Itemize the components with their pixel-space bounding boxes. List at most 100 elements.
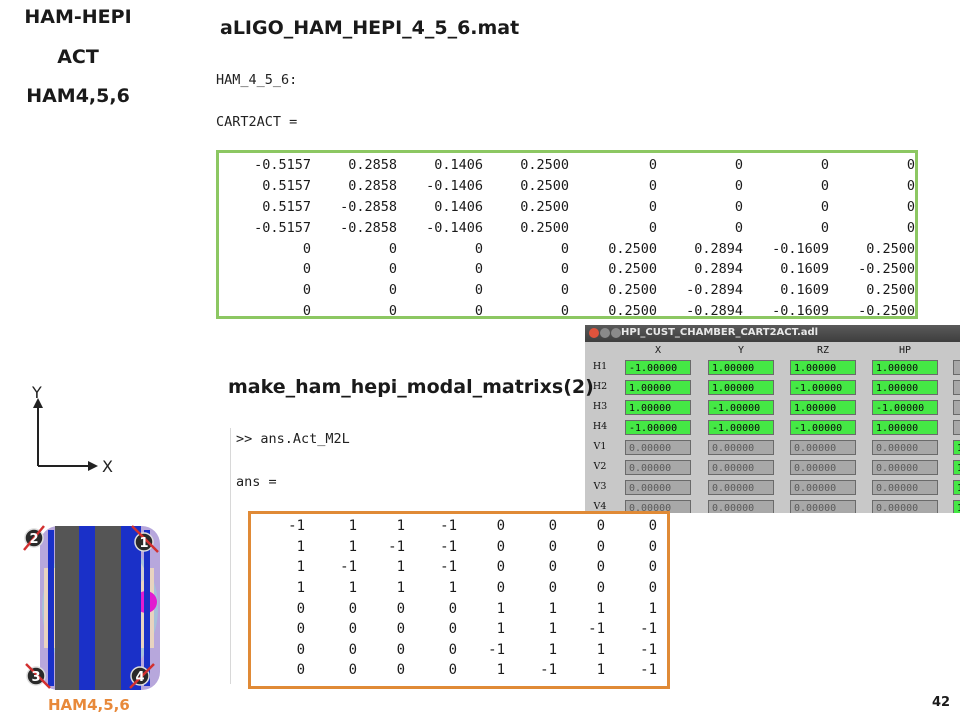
medm-matrix-field[interactable]: 0.00000 [625, 460, 691, 475]
cart2act-cell: 0 [820, 219, 829, 236]
m2l-cell: 0 [496, 518, 505, 535]
medm-matrix-field[interactable]: 0.00000 [872, 480, 938, 495]
m2l-cell: 1 [296, 559, 305, 576]
medm-matrix-field[interactable]: 0.00000 [872, 440, 938, 455]
cart2act-cell: 0 [820, 157, 829, 174]
m2l-cell: 1 [548, 621, 557, 638]
medm-matrix-field[interactable]: -1.00000 [790, 380, 856, 395]
minimize-icon[interactable] [600, 328, 610, 338]
cart2act-cell: 0 [648, 157, 657, 174]
medm-matrix-field[interactable]: 0.00000 [708, 500, 774, 513]
left-title-3: HAM4,5,6 [26, 85, 130, 107]
close-icon[interactable] [589, 328, 599, 338]
m2l-cell: 0 [296, 621, 305, 638]
medm-partial-field[interactable]: 1 [953, 500, 960, 513]
actuator-1-label: 1 [139, 536, 148, 551]
medm-partial-field[interactable]: 1 [953, 460, 960, 475]
chamber-image [40, 526, 160, 690]
m2l-cell: 0 [296, 600, 305, 617]
cart2act-cell: 0.2500 [608, 282, 657, 299]
m2l-cell: 1 [296, 538, 305, 555]
cart2act-cell: 0 [302, 282, 311, 299]
medm-matrix-field[interactable]: 0.00000 [790, 460, 856, 475]
cart2act-cell: 0 [734, 219, 743, 236]
medm-row-label: V4 [593, 501, 607, 512]
cart2act-cell: 0 [906, 198, 915, 215]
medm-matrix-field[interactable]: -1.00000 [708, 400, 774, 415]
medm-matrix-field[interactable]: 0.00000 [708, 460, 774, 475]
cart2act-cell: 0.5157 [262, 178, 311, 195]
medm-matrix-field[interactable]: 1.00000 [872, 420, 938, 435]
m2l-cell: -1 [340, 559, 357, 576]
m2l-cell: 1 [296, 580, 305, 597]
m2l-cell: -1 [640, 662, 657, 679]
medm-matrix-field[interactable]: 1.00000 [872, 380, 938, 395]
actuator-1: 1 [131, 525, 159, 553]
m2l-cell: -1 [488, 641, 505, 658]
cart2act-cell: 0.2500 [520, 178, 569, 195]
medm-matrix-field[interactable]: 0.00000 [872, 460, 938, 475]
cart2act-cell: 0 [906, 157, 915, 174]
medm-matrix-field[interactable]: 0.00000 [872, 500, 938, 513]
medm-matrix-field[interactable]: 1.00000 [708, 360, 774, 375]
medm-matrix-field[interactable]: 1.00000 [708, 380, 774, 395]
medm-matrix-field[interactable]: 1.00000 [872, 360, 938, 375]
medm-partial-field[interactable] [953, 400, 960, 415]
cart2act-cell: 0 [560, 302, 569, 319]
medm-matrix-field[interactable]: 0.00000 [625, 500, 691, 513]
m2l-cell: 1 [348, 518, 357, 535]
m2l-cell: -1 [540, 662, 557, 679]
m2l-cell: 0 [348, 600, 357, 617]
m2l-cell: 0 [296, 662, 305, 679]
actuator-2-label: 2 [29, 532, 38, 547]
m2l-cell: 0 [448, 600, 457, 617]
medm-matrix-field[interactable]: 1.00000 [790, 400, 856, 415]
modal-title: make_ham_hepi_modal_matrixs(2) [228, 376, 594, 398]
maximize-icon[interactable] [611, 328, 621, 338]
m2l-cell: 1 [396, 518, 405, 535]
m2l-cell: 1 [348, 538, 357, 555]
cart2act-cell: 0.1609 [780, 282, 829, 299]
cart2act-cell: -0.1609 [772, 240, 829, 257]
m2l-cell: 0 [648, 580, 657, 597]
medm-partial-field[interactable] [953, 380, 960, 395]
medm-matrix-field[interactable]: 0.00000 [708, 480, 774, 495]
medm-matrix-field[interactable]: 0.00000 [790, 500, 856, 513]
medm-matrix-field[interactable]: 1.00000 [625, 400, 691, 415]
medm-matrix-field[interactable]: 1.00000 [625, 380, 691, 395]
medm-partial-field[interactable]: 1 [953, 440, 960, 455]
cart2act-cell: 0 [388, 261, 397, 278]
medm-matrix-field[interactable]: 0.00000 [708, 440, 774, 455]
cart2act-cell: -0.1406 [426, 219, 483, 236]
medm-matrix-field[interactable]: 0.00000 [790, 440, 856, 455]
medm-matrix-field[interactable]: 0.00000 [625, 480, 691, 495]
medm-matrix-field[interactable]: 1.00000 [790, 360, 856, 375]
file-title: aLIGO_HAM_HEPI_4_5_6.mat [220, 17, 520, 39]
medm-matrix-field[interactable]: -1.00000 [790, 420, 856, 435]
cart2act-cell: -0.2894 [686, 302, 743, 319]
axes-arrows [33, 398, 98, 471]
cart2act-cell: -0.5157 [254, 219, 311, 236]
m2l-cell: 0 [596, 538, 605, 555]
medm-partial-field[interactable]: 1 [953, 480, 960, 495]
m2l-cell: 1 [496, 621, 505, 638]
medm-partial-field[interactable] [953, 360, 960, 375]
medm-matrix-field[interactable]: -1.00000 [625, 420, 691, 435]
medm-partial-field[interactable] [953, 420, 960, 435]
m2l-cell: 0 [448, 641, 457, 658]
medm-matrix-field[interactable]: -1.00000 [625, 360, 691, 375]
medm-matrix-field[interactable]: -1.00000 [872, 400, 938, 415]
cart2act-cell: 0 [560, 261, 569, 278]
medm-matrix-field[interactable]: 0.00000 [790, 480, 856, 495]
m2l-cell: 0 [396, 621, 405, 638]
page-number: 42 [932, 695, 951, 710]
medm-matrix-field[interactable]: -1.00000 [708, 420, 774, 435]
medm-matrix-field[interactable]: 0.00000 [625, 440, 691, 455]
cart2act-cell: -0.5157 [254, 157, 311, 174]
